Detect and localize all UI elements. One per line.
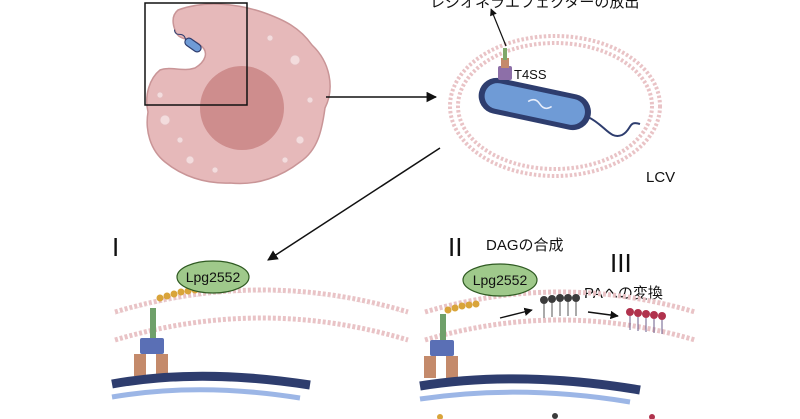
membrane-panel-2 — [424, 289, 696, 343]
lpg2552-right — [462, 263, 538, 297]
t4ss-complex-panel-1 — [134, 308, 168, 376]
membrane-panel-1 — [114, 287, 409, 343]
lcv-bacterium — [478, 77, 591, 131]
arrow-to-pa — [587, 310, 619, 320]
effector-arrow — [490, 8, 507, 47]
bacterial-membrane-panel-2 — [419, 374, 641, 395]
lpg2552-right-label: Lpg2552 — [473, 272, 528, 288]
lcv-vacuole — [448, 8, 662, 178]
t4ss-complex-lcv — [498, 48, 512, 80]
arrow-to-panel-1 — [267, 147, 441, 261]
lcv-label: LCV — [646, 169, 675, 186]
nucleus — [200, 66, 284, 150]
panel-1-number: I — [112, 232, 119, 262]
panel-3-number: III — [610, 248, 632, 278]
panel-2-number: II — [448, 232, 462, 262]
bacterial-membrane-panel-1 — [111, 371, 311, 390]
dag-synthesis-label: DAGの合成 — [486, 237, 564, 254]
lpg2552-left-label: Lpg2552 — [186, 269, 241, 285]
arrow-to-dag — [499, 307, 533, 319]
flagellum — [587, 116, 641, 137]
effector-release-label: レジオネラエフェクターの放出 — [430, 0, 639, 11]
panel-2: II DAGの合成 III PAへの変換 — [419, 232, 696, 405]
dag-lipids — [540, 294, 580, 318]
lpg2552-left — [176, 260, 250, 294]
bottom-partial-lipids — [437, 413, 655, 419]
pa-lipids — [626, 308, 666, 334]
gold-lipids-panel-2 — [444, 300, 480, 314]
panel-1: I Lpg2552 — [111, 232, 409, 401]
vesicles — [156, 34, 314, 174]
engulfed-bacterium — [173, 29, 202, 53]
t4ss-label: T4SS — [514, 67, 547, 82]
t4ss-complex-panel-2 — [424, 314, 458, 378]
zoom-box — [144, 2, 248, 106]
macrophage-cell — [144, 2, 331, 185]
